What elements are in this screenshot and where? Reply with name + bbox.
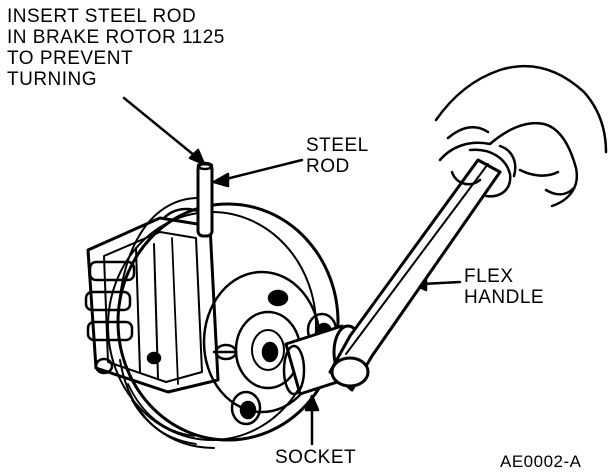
hand	[434, 64, 608, 208]
flex-handle	[328, 158, 502, 392]
steel-rod-label-line-2: ROD	[306, 156, 350, 177]
steel-rod-label-line-1: STEEL	[306, 135, 369, 156]
flex-handle-label-line-2: HANDLE	[464, 287, 545, 308]
instruction-line-2: IN BRAKE ROTOR 1125	[7, 27, 225, 48]
instruction-leader-line	[122, 96, 206, 166]
instruction-callout: INSERT STEEL ROD IN BRAKE ROTOR 1125 TO …	[7, 6, 225, 90]
brake-caliper	[84, 207, 220, 394]
steel-rod-leader-line	[212, 158, 304, 188]
socket-callout: SOCKET	[275, 447, 357, 468]
instruction-line-4: TURNING	[7, 69, 98, 90]
brake-rotor	[107, 197, 340, 449]
steel-rod	[196, 161, 214, 238]
figure-id: AE0002-A	[500, 452, 582, 471]
instruction-line-1: INSERT STEEL ROD	[7, 6, 197, 27]
flex-handle-label-line-1: FLEX	[464, 266, 514, 287]
steel-rod-callout: STEEL ROD	[306, 135, 369, 177]
instruction-line-3: TO PREVENT	[7, 48, 134, 69]
flex-handle-callout: FLEX HANDLE	[464, 266, 544, 308]
